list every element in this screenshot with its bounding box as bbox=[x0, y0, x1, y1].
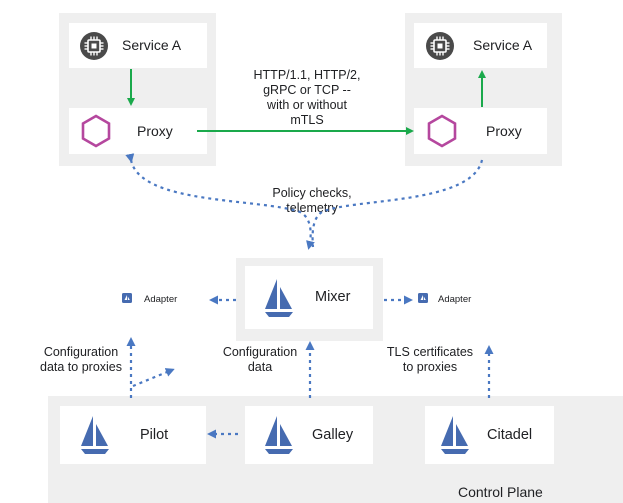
left-proxy-card[interactable]: Proxy bbox=[69, 108, 207, 154]
mixer-card[interactable]: Mixer bbox=[245, 266, 373, 329]
right-service-card[interactable]: Service A bbox=[414, 23, 547, 68]
pilot-card[interactable]: Pilot bbox=[60, 406, 206, 464]
galley-annotation: Configuration data bbox=[222, 345, 298, 374]
pilot-annotation: Configuration data to proxies bbox=[40, 345, 122, 374]
istio-sail-icon bbox=[262, 278, 296, 323]
citadel-annotation: TLS certificates to proxies bbox=[386, 345, 474, 374]
adapter-icon bbox=[122, 290, 132, 308]
pilot-diagonal-arrow bbox=[132, 368, 175, 388]
right-proxy-label: Proxy bbox=[486, 123, 522, 139]
left-adapter-card[interactable]: Adapter bbox=[118, 287, 205, 314]
citadel-card[interactable]: Citadel bbox=[425, 406, 554, 464]
right-adapter-label: Adapter bbox=[438, 294, 472, 305]
right-proxy-card[interactable]: Proxy bbox=[414, 108, 547, 154]
galley-card[interactable]: Galley bbox=[245, 406, 373, 464]
citadel-label: Citadel bbox=[487, 427, 533, 443]
galley-label: Galley bbox=[312, 427, 354, 443]
mixer-label: Mixer bbox=[315, 289, 351, 305]
right-proxy-to-mixer-arrow bbox=[311, 159, 484, 248]
right-service-label: Service A bbox=[473, 37, 533, 53]
istio-sail-icon bbox=[262, 415, 296, 460]
left-service-label: Service A bbox=[122, 37, 182, 53]
left-proxy-label: Proxy bbox=[137, 123, 173, 139]
hexagon-icon bbox=[80, 114, 112, 153]
hexagon-icon bbox=[426, 114, 458, 153]
left-service-card[interactable]: Service A bbox=[69, 23, 207, 68]
pilot-label: Pilot bbox=[140, 427, 169, 443]
istio-sail-icon bbox=[438, 415, 472, 460]
left-adapter-label: Adapter bbox=[144, 294, 178, 305]
control-plane-title: Control Plane bbox=[458, 484, 543, 500]
traffic-label: HTTP/1.1, HTTP/2, gRPC or TCP -- with or… bbox=[253, 68, 361, 127]
adapter-icon bbox=[418, 290, 428, 308]
istio-sail-icon bbox=[78, 415, 112, 460]
left-proxy-to-mixer-arrow bbox=[125, 153, 315, 250]
chip-icon bbox=[425, 31, 455, 66]
right-adapter-card[interactable]: Adapter bbox=[414, 287, 501, 314]
chip-icon bbox=[79, 31, 109, 66]
